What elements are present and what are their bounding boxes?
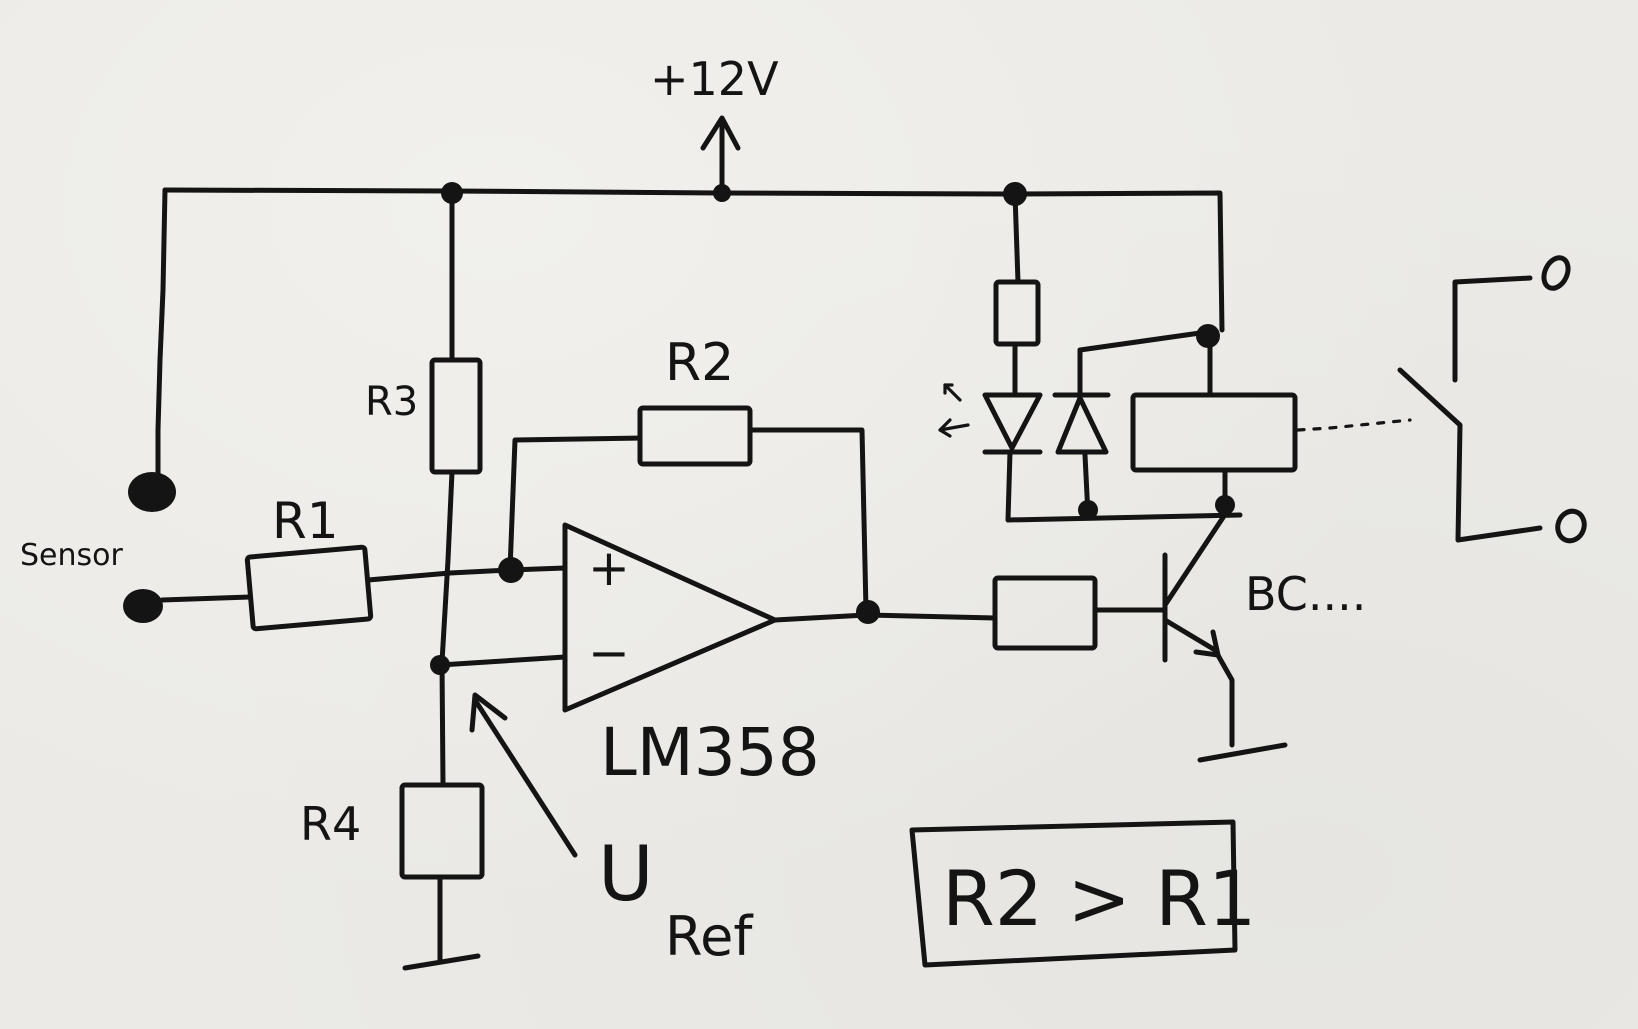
junction-dots xyxy=(430,182,1235,675)
resistor-r2 xyxy=(507,405,869,613)
led-icon xyxy=(938,383,1243,523)
transistor-label: BC.... xyxy=(1245,567,1366,621)
opamp-minus-sign: − xyxy=(588,624,630,682)
r3-label: R3 xyxy=(365,379,418,425)
r1-label: R1 xyxy=(272,492,339,550)
relay-coil xyxy=(1130,335,1298,513)
supply-arrow-icon xyxy=(700,115,741,196)
ground-symbol-emitter xyxy=(1197,742,1288,763)
resistor-base xyxy=(992,575,1168,651)
supply-label: +12V xyxy=(650,52,779,106)
uref-label: U xyxy=(598,829,654,918)
relay-terminal-bottom xyxy=(1555,508,1587,544)
sensor-terminal-top xyxy=(128,472,176,512)
condition-box xyxy=(909,819,1238,968)
r4-label: R4 xyxy=(300,797,361,851)
wire-inv-input xyxy=(437,654,568,668)
sensor-terminal-bottom xyxy=(123,589,163,623)
opamp-label: LM358 xyxy=(600,714,820,791)
condition-label: R2 > R1 xyxy=(942,854,1256,943)
supply-rail xyxy=(155,187,1225,483)
relay-terminal-top xyxy=(1541,255,1571,291)
ground-symbol-r4 xyxy=(402,953,481,971)
opamp-triangle xyxy=(562,522,778,713)
resistor-r1 xyxy=(159,544,513,632)
resistor-led xyxy=(993,191,1041,398)
sensor-label: Sensor xyxy=(20,538,123,573)
flyback-diode-icon xyxy=(1052,330,1203,518)
resistor-r4 xyxy=(399,782,485,963)
resistor-r3 xyxy=(429,190,483,788)
relay-link-dashes xyxy=(1296,418,1412,432)
opamp-plus-sign: + xyxy=(588,539,630,597)
uref-arrow-icon xyxy=(469,692,578,858)
wire-opamp-output xyxy=(772,612,998,623)
uref-subscript: Ref xyxy=(665,905,754,968)
relay-switch xyxy=(1397,275,1543,543)
transistor-npn xyxy=(1162,502,1235,748)
r2-label: R2 xyxy=(665,333,734,393)
